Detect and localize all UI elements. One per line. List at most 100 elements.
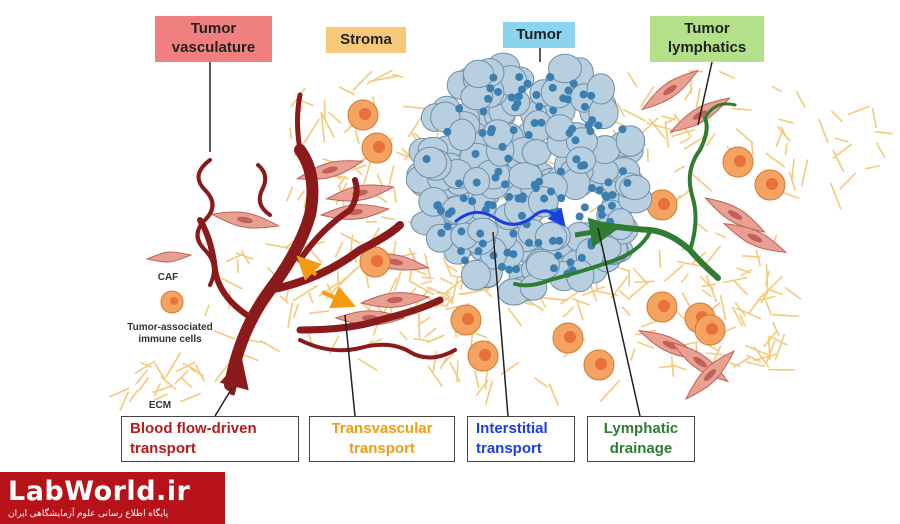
caf-nucleus (662, 340, 678, 350)
ecm-fiber (461, 288, 490, 296)
ecm-fiber (408, 280, 435, 296)
ecm-fiber (381, 216, 395, 221)
legend-ecm-fiber (194, 364, 206, 382)
tumor-nucleus (557, 194, 566, 203)
ecm-fiber (286, 186, 294, 202)
immune-nucleus (479, 349, 491, 361)
ecm-fiber (388, 277, 398, 295)
ecm-fiber (750, 140, 754, 156)
transvascular-arrow-out (296, 255, 322, 281)
tumor-nucleus (515, 72, 524, 81)
label-stroma-text: Stroma (340, 31, 392, 48)
tumor-nucleus (580, 203, 589, 212)
ecm-fiber (664, 120, 670, 148)
ecm-fiber (306, 118, 320, 139)
ecm-fiber (442, 257, 452, 277)
ecm-fiber (336, 266, 340, 284)
ecm-fiber (340, 232, 361, 244)
blood-vessel (297, 177, 360, 263)
tumor-nucleus (509, 229, 518, 238)
ecm-fiber (641, 117, 659, 134)
tumor-nucleus (433, 201, 442, 210)
caf-nucleus (663, 84, 677, 96)
tumor-nucleus (479, 107, 488, 116)
immune-nucleus (373, 141, 385, 153)
ecm-fiber (352, 70, 373, 91)
tumor-nucleus (555, 236, 564, 245)
ecm-fiber (293, 303, 299, 318)
ecm-fiber (344, 123, 354, 133)
ecm-fiber (571, 297, 591, 306)
ecm-fiber (679, 137, 691, 144)
tumor-nucleus (507, 93, 516, 102)
legend-ecm-fiber (128, 389, 139, 403)
caf-nucleus (322, 166, 338, 174)
ecm-fiber (439, 277, 454, 285)
tumor-nucleus (489, 251, 498, 260)
tumor-nucleus (532, 91, 541, 100)
ecm-fiber (748, 295, 763, 314)
ecm-fiber (399, 331, 408, 341)
ecm-fiber (214, 330, 236, 340)
ecm-fiber (507, 307, 523, 327)
immune-cells (347, 99, 786, 381)
caf-cell (324, 184, 396, 202)
immune-nucleus (595, 358, 607, 370)
tumor-nucleus (563, 95, 572, 104)
ecm-fiber (683, 137, 704, 150)
box-blood-flow-transport-text: Blood flow-driven transport (130, 420, 257, 457)
caf-cell (684, 349, 736, 401)
ecm-fiber (134, 360, 156, 374)
ecm-fiber (772, 321, 780, 336)
ecm-fiber (875, 142, 886, 158)
ecm-fiber (755, 249, 761, 267)
ecm-fiber (734, 302, 747, 317)
ecm-fiber (420, 280, 433, 285)
tumor-nucleus (597, 204, 606, 213)
tumor-nucleus (548, 83, 557, 92)
legend-icons (119, 251, 206, 411)
legend-ecm-fiber (119, 391, 130, 411)
ecm-fiber (784, 142, 788, 156)
tumor-nucleus (497, 262, 506, 271)
ecm-fiber (733, 357, 750, 368)
tumor-cell (548, 53, 583, 84)
immune-nucleus (564, 331, 576, 343)
tumor-lymphatic-vessels (513, 102, 737, 288)
tumor-cell (413, 146, 448, 179)
tumor-nucleus (547, 187, 556, 196)
ecm-fiber (722, 276, 748, 284)
ecm-fiber (763, 331, 777, 348)
label-tumor: Tumor (503, 22, 575, 48)
ecm-fiber (695, 88, 701, 109)
ecm-fiber (765, 271, 770, 286)
ecm-fiber (292, 284, 318, 302)
label-tumor-lymphatics-text: Tumor lymphatics (667, 20, 747, 56)
blood-vessel (296, 296, 444, 334)
ecm-fiber (240, 250, 250, 264)
tumor-cell (448, 118, 477, 151)
legend-immune-label: Tumor-associated immune cells (127, 322, 213, 345)
ecm-fiber (418, 312, 421, 339)
ecm-fiber (450, 276, 459, 305)
box-blood-flow-transport: Blood flow-driven transport (121, 416, 299, 462)
ecm-fiber (576, 300, 584, 321)
labworld-logo-text: LabWorld.ir (8, 476, 191, 507)
tumor-nucleus (503, 248, 512, 257)
tumor-nucleus (564, 86, 573, 95)
ecm-fiber (426, 334, 445, 344)
tumor-nucleus (618, 125, 627, 134)
ecm-fiber (135, 369, 148, 385)
ecm-fiber (548, 383, 559, 406)
ecm-fiber (366, 69, 393, 85)
legend-ecm-fiber (152, 385, 173, 394)
interstitial-transport-arrow (454, 207, 566, 228)
ecm-fiber (769, 335, 788, 346)
blood-vessel (295, 92, 303, 153)
ecm-fiber (681, 292, 691, 308)
caf-cell (359, 292, 431, 308)
ecm-fiber (445, 296, 453, 308)
tumor-nucleus (512, 265, 521, 274)
ecm-fiber (336, 174, 349, 180)
